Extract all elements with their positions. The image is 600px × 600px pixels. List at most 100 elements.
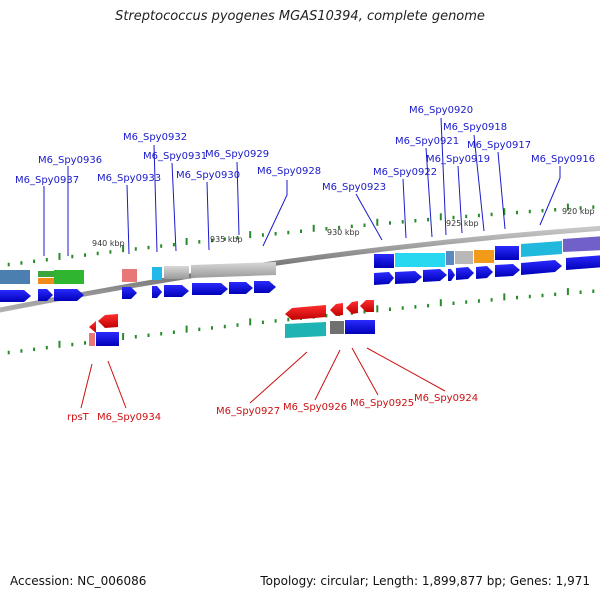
tick-mark xyxy=(122,245,125,253)
tick-mark xyxy=(363,310,366,314)
gene-arrow xyxy=(152,286,162,298)
tick-mark xyxy=(7,350,10,355)
gene-label[interactable]: M6_Spy0921 xyxy=(395,136,459,147)
tick-mark xyxy=(122,333,125,340)
tick-mark xyxy=(261,233,264,237)
tick-mark xyxy=(249,231,252,239)
tick-mark xyxy=(147,245,150,250)
tick-mark xyxy=(147,333,150,337)
gene-label[interactable]: M6_Spy0926 xyxy=(283,402,347,413)
tick-mark xyxy=(172,242,175,247)
gene-arrow xyxy=(89,321,96,333)
feature-box xyxy=(330,321,344,334)
feature-box xyxy=(38,271,54,277)
tick-mark xyxy=(134,335,137,339)
gene-label[interactable]: M6_Spy0925 xyxy=(350,398,414,409)
gene-label[interactable]: M6_Spy0920 xyxy=(409,105,473,116)
gene-arrow xyxy=(360,300,374,312)
tick-mark xyxy=(477,213,480,218)
tick-mark xyxy=(45,258,48,262)
tick-mark xyxy=(401,306,404,310)
tick-mark xyxy=(223,237,226,241)
gene-label[interactable]: M6_Spy0936 xyxy=(38,155,102,166)
gene-arrow xyxy=(254,281,276,293)
gene-label[interactable]: M6_Spy0923 xyxy=(322,182,386,193)
gene-label[interactable]: rpsT xyxy=(67,412,90,423)
gene-arrow xyxy=(456,267,474,280)
gene-arrow xyxy=(423,269,447,282)
feature-box xyxy=(89,333,95,346)
tick-mark xyxy=(350,224,353,229)
tick-mark xyxy=(211,326,213,330)
forward-gene-track xyxy=(0,254,600,302)
tick-mark xyxy=(439,213,442,221)
accession-text: Accession: NC_006086 xyxy=(10,574,147,588)
feature-box xyxy=(455,251,473,264)
gene-label[interactable]: M6_Spy0919 xyxy=(426,154,490,165)
gene-arrow xyxy=(122,287,137,299)
tick-mark xyxy=(338,225,341,230)
feature-box xyxy=(0,270,30,284)
feature-box xyxy=(395,253,445,267)
tick-mark xyxy=(490,212,493,217)
tick-mark xyxy=(198,240,201,244)
tick-mark xyxy=(58,340,61,348)
feature-box xyxy=(191,262,276,278)
tick-mark xyxy=(477,299,480,303)
forward-leader-lines xyxy=(43,117,561,256)
gene-label[interactable]: M6_Spy0928 xyxy=(257,166,321,177)
gene-arrow xyxy=(285,305,326,320)
gene-arrow xyxy=(346,301,358,314)
gene-arrow xyxy=(330,303,343,316)
tick-mark xyxy=(401,220,404,224)
tick-mark xyxy=(592,205,595,209)
tick-mark xyxy=(427,217,430,222)
tick-mark xyxy=(274,232,277,236)
tick-mark xyxy=(84,341,86,345)
tick-mark xyxy=(249,318,252,326)
gene-label[interactable]: M6_Spy0930 xyxy=(176,170,240,181)
feature-box xyxy=(122,269,137,282)
feature-box xyxy=(152,267,162,280)
map-title: Streptococcus pyogenes MGAS10394, comple… xyxy=(115,9,485,24)
tick-mark xyxy=(58,252,61,260)
tick-mark xyxy=(71,342,74,347)
kbp-label-940: 940 kbp xyxy=(92,239,125,248)
tick-mark xyxy=(20,261,23,265)
tick-mark xyxy=(236,236,239,240)
gene-label[interactable]: M6_Spy0918 xyxy=(443,122,507,133)
gene-arrow xyxy=(0,290,31,302)
feature-box xyxy=(521,241,562,257)
gene-label[interactable]: M6_Spy0927 xyxy=(216,406,280,417)
tick-mark xyxy=(223,324,226,329)
tick-mark xyxy=(452,215,455,220)
gene-label[interactable]: M6_Spy0931 xyxy=(143,151,207,162)
gene-label[interactable]: M6_Spy0924 xyxy=(414,393,478,404)
gene-label[interactable]: M6_Spy0922 xyxy=(373,167,437,178)
gene-arrow xyxy=(229,282,253,294)
gene-label[interactable]: M6_Spy0932 xyxy=(123,132,187,143)
gene-label[interactable]: M6_Spy0933 xyxy=(97,173,161,184)
tick-mark xyxy=(134,247,137,251)
tick-mark xyxy=(528,209,531,214)
tick-mark xyxy=(566,203,569,211)
tick-mark xyxy=(287,317,290,322)
gene-arrow xyxy=(164,285,189,297)
tick-mark xyxy=(554,292,557,297)
gene-arrow xyxy=(395,271,422,284)
feature-box xyxy=(446,251,454,265)
tick-mark xyxy=(554,208,557,212)
reverse-feature-track xyxy=(89,320,375,346)
gene-arrow xyxy=(521,260,562,275)
gene-arrow xyxy=(192,283,228,295)
gene-label[interactable]: M6_Spy0937 xyxy=(15,175,79,186)
gene-label[interactable]: M6_Spy0916 xyxy=(531,154,595,165)
tick-mark xyxy=(516,295,518,300)
gene-label[interactable]: M6_Spy0929 xyxy=(205,149,269,160)
feature-box xyxy=(38,278,54,284)
feature-box xyxy=(474,250,494,263)
gene-label[interactable]: M6_Spy0917 xyxy=(467,140,531,151)
tick-mark xyxy=(236,323,239,327)
gene-label[interactable]: M6_Spy0934 xyxy=(97,412,161,423)
